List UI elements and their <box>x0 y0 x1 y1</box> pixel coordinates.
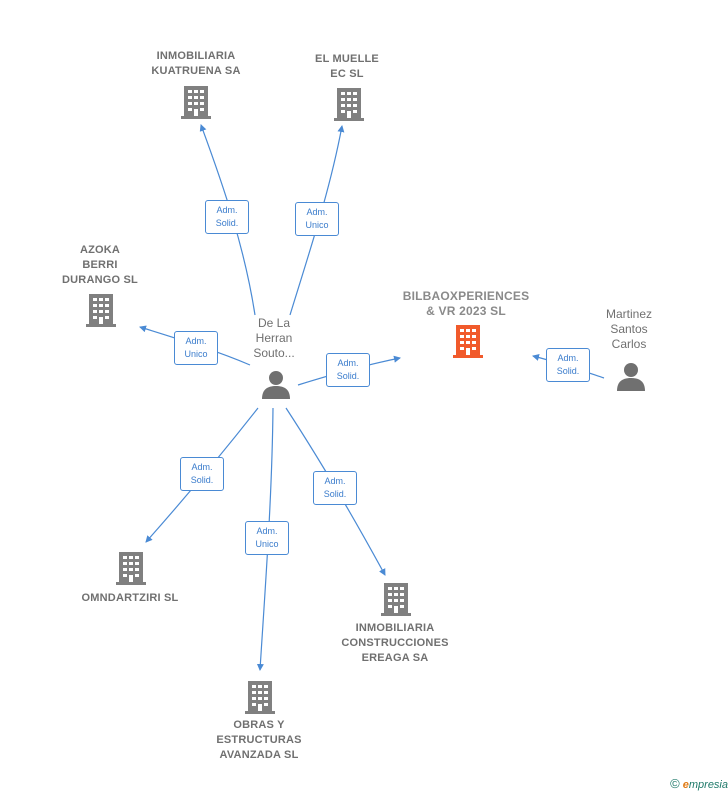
person-label-center[interactable]: De La Herran Souto... <box>253 316 295 360</box>
role-box-obras: Adm.Unico <box>245 521 289 555</box>
building-icon[interactable] <box>381 583 411 616</box>
company-label-omndartziri[interactable]: OMNDARTZIRI SL <box>81 592 179 604</box>
company-label-inmob-const[interactable]: INMOBILIARIA CONSTRUCCIONES EREAGA SA <box>341 622 449 664</box>
company-label-azoka[interactable]: AZOKA BERRI DURANGO SL <box>62 244 138 286</box>
footer-brand[interactable]: ©empresia <box>670 776 728 791</box>
person-icon[interactable] <box>617 363 645 391</box>
building-icon[interactable] <box>116 552 146 585</box>
company-label-obras[interactable]: OBRAS Y ESTRUCTURAS AVANZADA SL <box>216 719 302 761</box>
company-label-muelle[interactable]: EL MUELLE EC SL <box>315 53 379 80</box>
copyright-icon: © <box>670 776 680 791</box>
building-icon-main[interactable] <box>453 325 483 358</box>
role-box-muelle: Adm.Unico <box>295 202 339 236</box>
brand-name: mpresia <box>688 779 728 791</box>
role-box-bilbao: Adm.Solid. <box>326 353 370 387</box>
role-box-inmob-const: Adm.Solid. <box>313 471 357 505</box>
role-box-omndartziri: Adm.Solid. <box>180 457 224 491</box>
role-box-martinez: Adm.Solid. <box>546 348 590 382</box>
building-icon[interactable] <box>181 86 211 119</box>
role-box-azoka: Adm.Unico <box>174 331 218 365</box>
building-icon[interactable] <box>86 294 116 327</box>
person-icon[interactable] <box>262 371 290 399</box>
person-label-martinez[interactable]: Martinez Santos Carlos <box>605 307 652 351</box>
role-box-kuatruena: Adm.Solid. <box>205 200 249 234</box>
building-icon[interactable] <box>245 681 275 714</box>
company-label-kuatruena[interactable]: INMOBILIARIA KUATRUENA SA <box>151 50 241 77</box>
company-label-bilbao[interactable]: BILBAOXPERIENCES & VR 2023 SL <box>402 289 530 318</box>
brand-logo-e: e <box>682 779 689 791</box>
building-icon[interactable] <box>334 88 364 121</box>
